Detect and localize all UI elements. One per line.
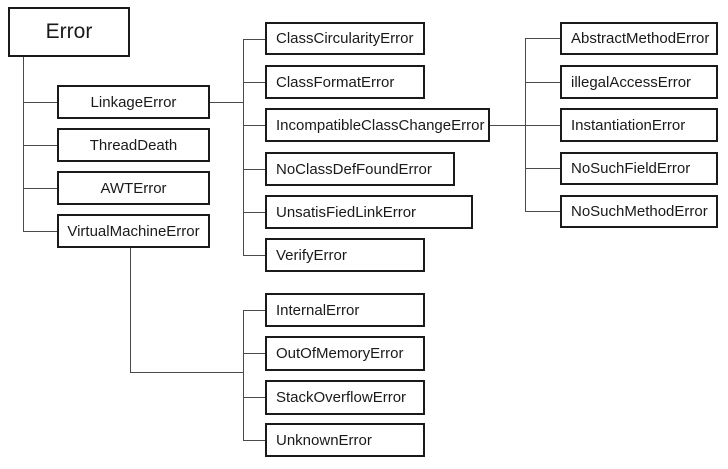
connector-line <box>525 82 560 83</box>
node-verify-error: VerifyError <box>265 238 425 272</box>
node-class-circularity-error: ClassCircularityError <box>265 22 425 55</box>
connector-line <box>525 168 560 169</box>
connector-line <box>243 440 265 441</box>
connector-line <box>243 353 265 354</box>
connector-line <box>243 212 265 213</box>
node-unknown-error: UnknownError <box>265 423 425 457</box>
node-thread-death: ThreadDeath <box>57 128 210 162</box>
connector-line <box>525 125 560 126</box>
connector-line <box>490 125 525 126</box>
node-stack-overflow-error: StackOverflowError <box>265 380 425 415</box>
node-internal-error: InternalError <box>265 293 425 327</box>
connector-line <box>525 38 560 39</box>
connector-line <box>23 231 57 232</box>
connector-line <box>525 211 560 212</box>
node-no-class-def-found-error: NoClassDefFoundError <box>265 152 455 186</box>
connector-line <box>23 102 57 103</box>
connector-line <box>23 188 57 189</box>
node-error: Error <box>8 7 130 57</box>
connector-line <box>243 255 265 256</box>
connector-line <box>243 310 244 440</box>
connector-line <box>243 310 265 311</box>
connector-line <box>23 145 57 146</box>
node-linkage-error: LinkageError <box>57 85 210 119</box>
node-illegal-access-error: illegalAccessError <box>560 65 718 99</box>
node-virtual-machine-error: VirtualMachineError <box>57 214 210 248</box>
node-abstract-method-error: AbstractMethodError <box>560 22 718 55</box>
connector-line <box>23 57 24 231</box>
node-class-format-error: ClassFormatError <box>265 65 425 99</box>
connector-line <box>243 82 265 83</box>
connector-line <box>210 102 243 103</box>
node-no-such-field-error: NoSuchFieldError <box>560 152 718 185</box>
connector-line <box>243 397 265 398</box>
connector-line <box>130 248 131 373</box>
node-unsatisfied-link-error: UnsatisFiedLinkError <box>265 195 473 229</box>
connector-line <box>243 39 244 255</box>
connector-line <box>243 169 265 170</box>
node-instantiation-error: InstantiationError <box>560 108 718 142</box>
node-out-of-memory-error: OutOfMemoryError <box>265 336 425 371</box>
connector-line <box>243 39 265 40</box>
node-awt-error: AWTError <box>57 171 210 205</box>
connector-line <box>130 372 243 373</box>
node-incompatible-class-change-error: IncompatibleClassChangeError <box>265 108 490 142</box>
connector-line <box>243 125 265 126</box>
node-no-such-method-error: NoSuchMethodError <box>560 195 718 228</box>
